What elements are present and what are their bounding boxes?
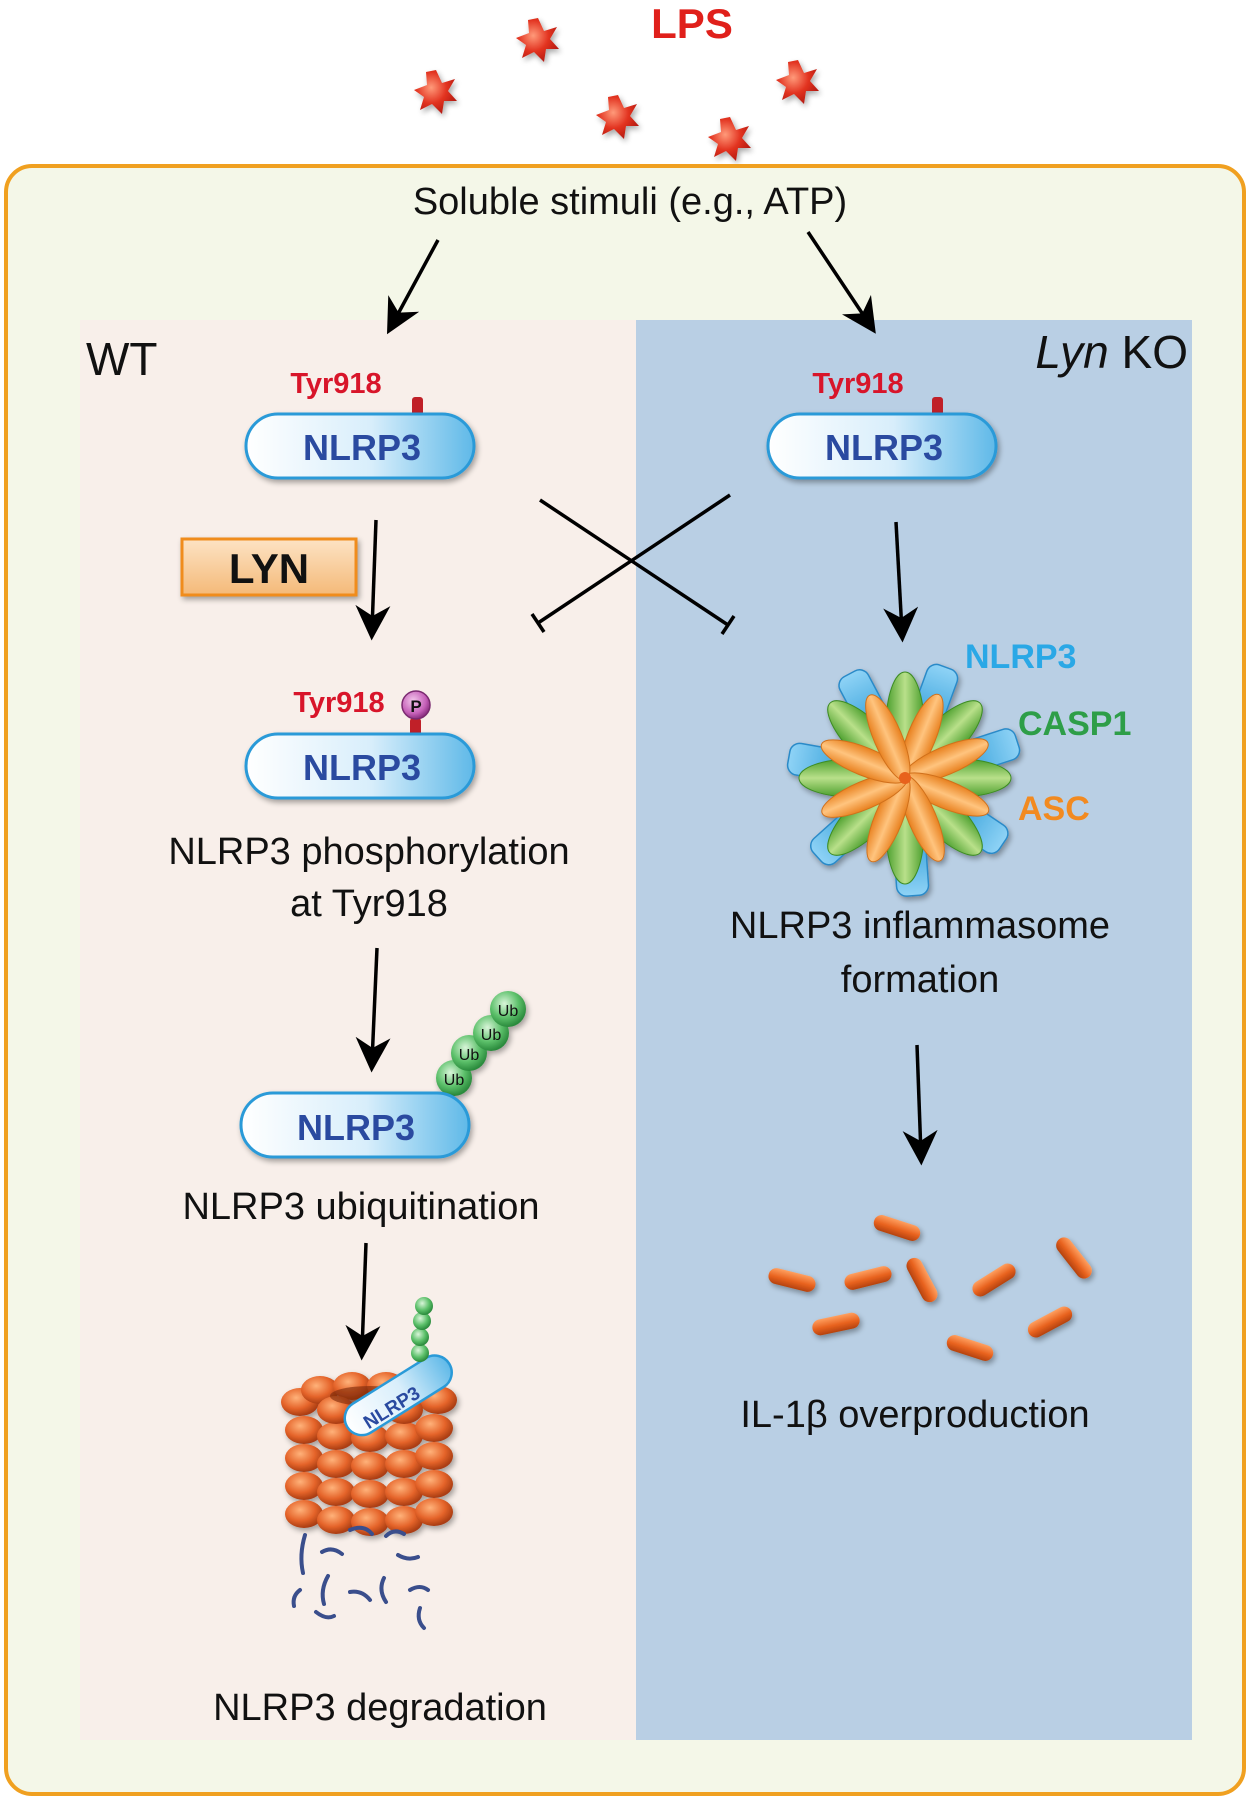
il1b-rod — [972, 1263, 1016, 1297]
wt-label: WT — [86, 333, 158, 385]
lps-star-icon — [516, 18, 559, 62]
ubiquitin-label: Ub — [459, 1047, 480, 1064]
ubiquitin-label: Ub — [481, 1027, 502, 1044]
il1b-rod — [1027, 1306, 1073, 1338]
ubiquitin-icon — [411, 1344, 429, 1362]
il1b-rod — [946, 1335, 994, 1361]
lps-label: LPS — [651, 0, 733, 47]
tyr918-site-wt-2 — [410, 718, 421, 736]
ubiquitin-label: Ub — [444, 1072, 465, 1089]
tyr918-site-ko — [932, 397, 943, 416]
lps-star-icon — [776, 60, 819, 104]
lyn-kinase-box — [180, 537, 358, 597]
nlrp3-protein-wt-2 — [244, 732, 476, 800]
inhibition-ko-to-wt — [537, 493, 731, 625]
cross-inhibition — [530, 493, 736, 635]
phosphate-label: P — [410, 697, 421, 716]
lps-star-icon — [708, 117, 751, 161]
lps-star-icon — [596, 95, 639, 139]
arrow-ko-inflammasome — [883, 521, 919, 643]
ubiquitin-icon — [415, 1297, 433, 1315]
nlrp3-entering-proteasome — [343, 1354, 453, 1437]
ubiquitin-icon — [490, 991, 526, 1027]
nlrp3-label-ko: NLRP3 — [825, 427, 943, 468]
arrow-stimuli-to-wt — [387, 239, 440, 335]
complex-casp1-label: CASP1 — [1018, 705, 1131, 743]
lyn-ko-label-rest: KO — [1109, 326, 1188, 378]
arrow-stimuli-to-ko — [806, 231, 876, 334]
ubiquitin-label: Ub — [498, 1003, 519, 1020]
nlrp3-protein-wt-1 — [244, 412, 476, 480]
ubiquitin-icon — [413, 1312, 431, 1330]
nlrp3-label-wt-2: NLRP3 — [303, 747, 421, 788]
lyn-ko-label-italic: Lyn — [1035, 326, 1108, 378]
inhibition-wt-to-ko — [539, 498, 729, 627]
phosphorylation-caption-line1: NLRP3 phosphorylation — [168, 831, 569, 873]
ko-panel — [636, 320, 1192, 1740]
il1b-rod — [1056, 1237, 1092, 1279]
tyr918-label-wt-1: Tyr918 — [290, 368, 381, 400]
ubiquitination-caption: NLRP3 ubiquitination — [182, 1186, 539, 1228]
ubiquitin-chain-small — [411, 1297, 433, 1362]
ubiquitin-icon — [411, 1328, 429, 1346]
complex-nlrp3-label: NLRP3 — [965, 638, 1076, 676]
lyn-ko-label: Lyn KO — [1035, 326, 1188, 378]
arrow-ko-il1b — [902, 1044, 938, 1166]
il1b-rod — [873, 1215, 921, 1241]
tyr918-label-wt-2: Tyr918 — [293, 687, 384, 719]
il1b-caption: IL-1β overproduction — [740, 1394, 1089, 1436]
inflammasome-caption-line2: formation — [841, 959, 999, 1001]
phosphate-icon — [401, 690, 431, 720]
nlrp3-label-wt-3: NLRP3 — [297, 1107, 415, 1148]
tyr918-site-wt-1 — [412, 397, 423, 416]
complex-asc-label: ASC — [1018, 790, 1090, 828]
degraded-peptide-fragments — [291, 1525, 430, 1630]
arrow-wt-ubiquitination — [355, 947, 391, 1073]
inhibition-wt-to-ko-bar — [720, 615, 736, 635]
inflammasome-caption-line1: NLRP3 inflammasome — [730, 905, 1110, 947]
complex-asc-petals — [820, 693, 990, 863]
nlrp3-label-wt-1: NLRP3 — [303, 427, 421, 468]
arrow-wt-degradation — [345, 1242, 381, 1361]
ubiquitin-chain — [436, 991, 526, 1096]
il1b-rod — [844, 1266, 892, 1290]
lyn-label: LYN — [229, 545, 309, 592]
il1b-molecules — [768, 1215, 1092, 1361]
soluble-stimuli-label: Soluble stimuli (e.g., ATP) — [413, 181, 847, 223]
il1b-rod — [906, 1257, 938, 1303]
inflammasome-complex — [786, 663, 1021, 897]
il1b-rod — [768, 1268, 816, 1292]
inhibition-ko-to-wt-bar — [530, 613, 546, 633]
arrow-wt-phosphorylation — [355, 519, 391, 641]
il1b-rod — [812, 1312, 860, 1336]
nlrp3-protein-wt-3 — [239, 1091, 471, 1159]
phosphorylation-caption-line2: at Tyr918 — [290, 883, 448, 925]
degradation-caption: NLRP3 degradation — [213, 1687, 547, 1729]
tyr918-label-ko: Tyr918 — [812, 368, 903, 400]
lps-star-icon — [414, 70, 457, 114]
lps-particles — [414, 18, 819, 161]
nlrp3-protein-ko — [766, 412, 998, 480]
